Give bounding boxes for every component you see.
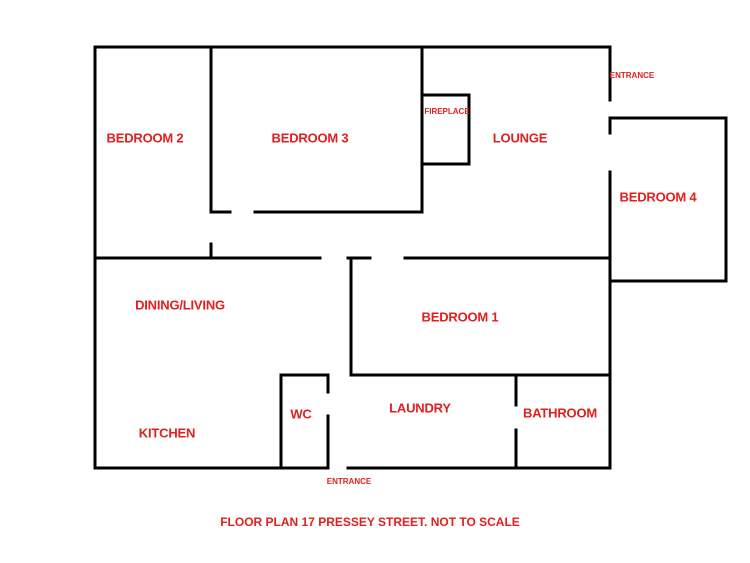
- room-label-dining-living: DINING/LIVING: [135, 297, 225, 313]
- room-label-bedroom-1: BEDROOM 1: [421, 309, 499, 325]
- room-label-wc: WC: [290, 406, 312, 422]
- room-label-fireplace: FIREPLACE: [424, 107, 470, 116]
- room-label-bathroom: BATHROOM: [523, 405, 597, 421]
- room-label-lounge: LOUNGE: [492, 130, 548, 146]
- room-label-laundry: LAUNDRY: [389, 400, 451, 416]
- room-label-bedroom-2: BEDROOM 2: [106, 130, 184, 146]
- room-label-kitchen: KITCHEN: [138, 425, 196, 441]
- entrance-label-bottom: ENTRANCE: [326, 477, 372, 486]
- room-label-bedroom-3: BEDROOM 3: [271, 130, 349, 146]
- entrance-label-top-right: ENTRANCE: [609, 71, 655, 80]
- room-label-bedroom-4: BEDROOM 4: [619, 189, 697, 205]
- floor-plan-title: FLOOR PLAN 17 PRESSEY STREET. NOT TO SCA…: [220, 515, 520, 529]
